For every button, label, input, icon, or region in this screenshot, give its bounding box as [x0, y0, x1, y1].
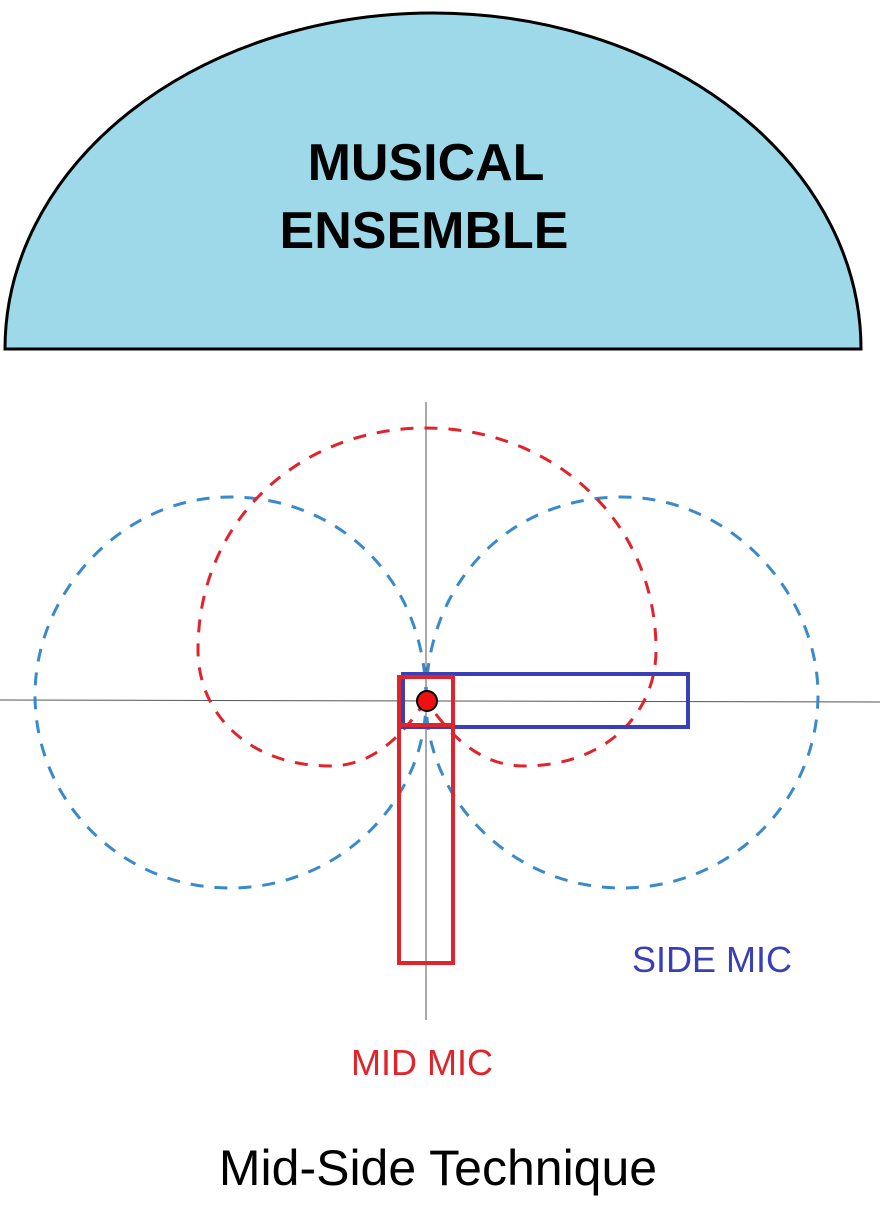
ensemble-dome: [3, 11, 863, 351]
side-mic-label: SIDE MIC: [632, 939, 792, 980]
ensemble-label-line2: ENSEMBLE: [280, 202, 569, 260]
diagram-caption: Mid-Side Technique: [219, 1140, 657, 1196]
horizontal-axis: [0, 699, 880, 703]
mid-mic-capsule-box: [397, 675, 455, 727]
mid-mic-label: MID MIC: [351, 1042, 493, 1083]
mid-pattern-cardioid: [196, 426, 658, 768]
capsule-dot: [416, 690, 438, 712]
side-mic-body: [401, 672, 690, 729]
ensemble-label-line1: MUSICAL: [308, 134, 545, 192]
side-pattern-right-lobe: [424, 495, 820, 890]
side-pattern-left-lobe: [33, 495, 428, 890]
